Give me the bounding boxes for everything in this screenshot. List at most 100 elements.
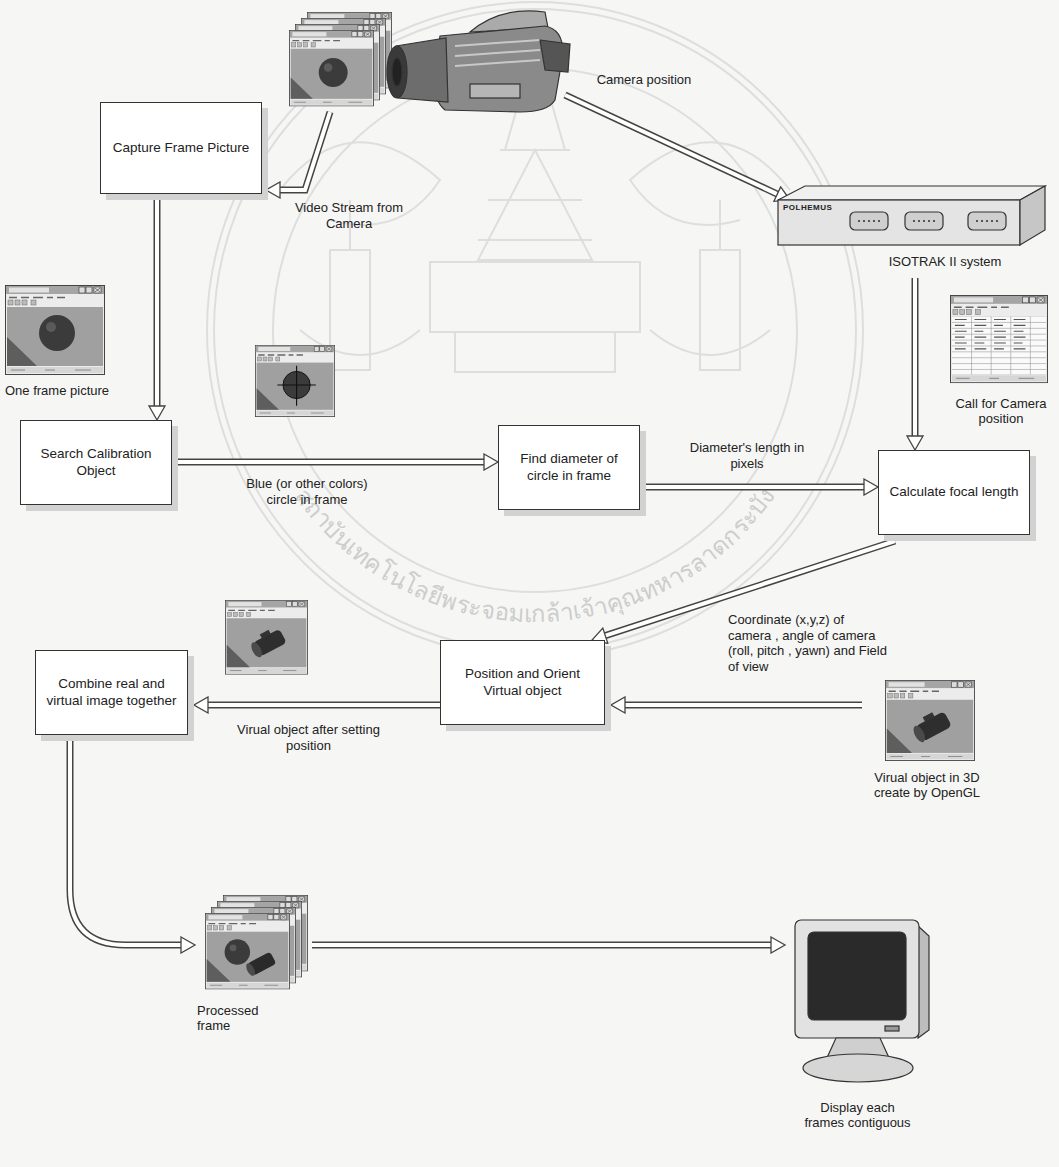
crosshair-window xyxy=(255,345,334,416)
processed-window-stack xyxy=(244,962,256,977)
figure-node: Call for Camera position xyxy=(948,292,1052,442)
arrow-line xyxy=(208,702,440,709)
table-window xyxy=(950,295,1047,382)
process-box: Search Calibration Object xyxy=(20,420,172,505)
arrow-line xyxy=(646,485,864,489)
arrow-line xyxy=(625,702,862,709)
table-window xyxy=(950,295,1047,382)
arrow-line xyxy=(312,942,771,949)
figure-caption: ISOTRAK II system xyxy=(850,254,1040,269)
arrow-line xyxy=(913,278,917,436)
arrow-line xyxy=(208,703,440,707)
figure-caption: Processed frame xyxy=(197,1003,277,1034)
video-camera xyxy=(540,40,570,72)
process-box: Position and Orient Virtual object xyxy=(440,640,605,725)
seal-watermark xyxy=(700,250,740,370)
hollow-arrow xyxy=(565,95,777,194)
table-window xyxy=(955,320,1026,349)
crosshair-window xyxy=(257,388,279,410)
device-brand: POLHEMUS xyxy=(783,203,843,213)
process-box: Combine real and virtual image together xyxy=(35,650,188,735)
screenshot-window xyxy=(7,337,37,366)
seal-watermark xyxy=(478,150,592,240)
seal-watermark xyxy=(350,200,720,250)
monitor xyxy=(885,1026,899,1031)
edge-label: Virual object after setting position xyxy=(236,722,381,753)
window-stack xyxy=(289,30,373,106)
seal-watermark xyxy=(214,9,856,651)
hollow-arrow xyxy=(915,278,916,436)
window-stack xyxy=(291,78,313,99)
monitor xyxy=(795,920,919,1038)
arrow-line xyxy=(312,943,771,947)
edge-label: Coordinate (x,y,z) of camera , angle of … xyxy=(728,612,888,674)
processed-window-stack xyxy=(205,895,307,989)
processed-window-stack xyxy=(207,959,231,982)
window-stack xyxy=(289,30,373,106)
figure-node: Processed frame xyxy=(195,893,312,1048)
crosshair-window xyxy=(283,371,310,398)
arrow-line xyxy=(178,460,484,464)
flow-label: Video Stream from Camera xyxy=(290,200,408,231)
screenshot-window xyxy=(39,315,75,351)
virtual-object-window xyxy=(225,600,307,674)
box-label: Search Calibration Object xyxy=(31,446,161,478)
crosshair-window xyxy=(277,366,315,406)
hollow-arrow xyxy=(280,112,330,190)
arrow-line xyxy=(70,741,181,945)
video-camera xyxy=(387,11,570,112)
figure-node: Display each frames contiguous xyxy=(785,918,930,1158)
figure-node: Virual object in 3D create by OpenGL xyxy=(862,678,992,810)
arrow-line xyxy=(178,459,484,466)
tracker-device xyxy=(858,220,998,222)
hollow-arrow xyxy=(208,705,440,706)
window-stack xyxy=(319,58,348,87)
processed-window-stack xyxy=(244,952,276,978)
process-box: Capture Frame Picture xyxy=(100,102,262,194)
tracker-device xyxy=(778,186,1045,245)
window-stack xyxy=(324,63,333,72)
box-label: Position and Orient Virtual object xyxy=(451,666,594,698)
seal-watermark xyxy=(330,250,370,370)
table-window xyxy=(950,295,1047,382)
arrow-line xyxy=(155,200,159,406)
processed-window-stack xyxy=(225,939,251,965)
monitor xyxy=(803,1054,913,1082)
processed-window-stack xyxy=(205,913,289,989)
tracker-device xyxy=(778,186,1045,200)
arrow-line xyxy=(70,741,181,945)
virtual-object-window xyxy=(247,625,287,659)
video-camera xyxy=(455,40,540,66)
process-box: Calculate focal length xyxy=(878,450,1030,535)
virtual-object-window xyxy=(885,680,974,760)
tracker-device xyxy=(778,200,1020,245)
hollow-arrow xyxy=(280,112,330,190)
table-window xyxy=(952,317,1046,375)
figure-caption: Virual object in 3D create by OpenGL xyxy=(862,770,992,801)
figure-node: ISOTRAK II system xyxy=(770,182,1048,278)
hollow-arrow xyxy=(157,200,158,406)
screenshot-window xyxy=(46,322,56,332)
seal-watermark xyxy=(455,332,615,372)
monitor xyxy=(795,920,929,1082)
virtual-object-window xyxy=(225,600,974,760)
process-box: Find diameter of circle in frame xyxy=(498,425,640,510)
window-stack xyxy=(289,12,391,106)
seal-watermark xyxy=(207,2,863,658)
virtual-object-window xyxy=(923,712,935,722)
hollow-arrow xyxy=(646,487,864,488)
virtual-object-window xyxy=(227,645,250,667)
crosshair-window xyxy=(255,345,334,416)
processed-window-stack xyxy=(205,913,289,989)
video-camera xyxy=(434,26,562,112)
hollow-arrow xyxy=(280,95,777,194)
monitor xyxy=(808,932,906,1020)
virtual-object-window xyxy=(260,630,271,639)
video-camera xyxy=(387,46,407,98)
screenshot-window xyxy=(6,286,105,375)
video-camera xyxy=(392,58,402,86)
seal-watermark xyxy=(207,2,863,658)
screenshot-window xyxy=(6,286,105,375)
arrow-line xyxy=(646,484,864,491)
